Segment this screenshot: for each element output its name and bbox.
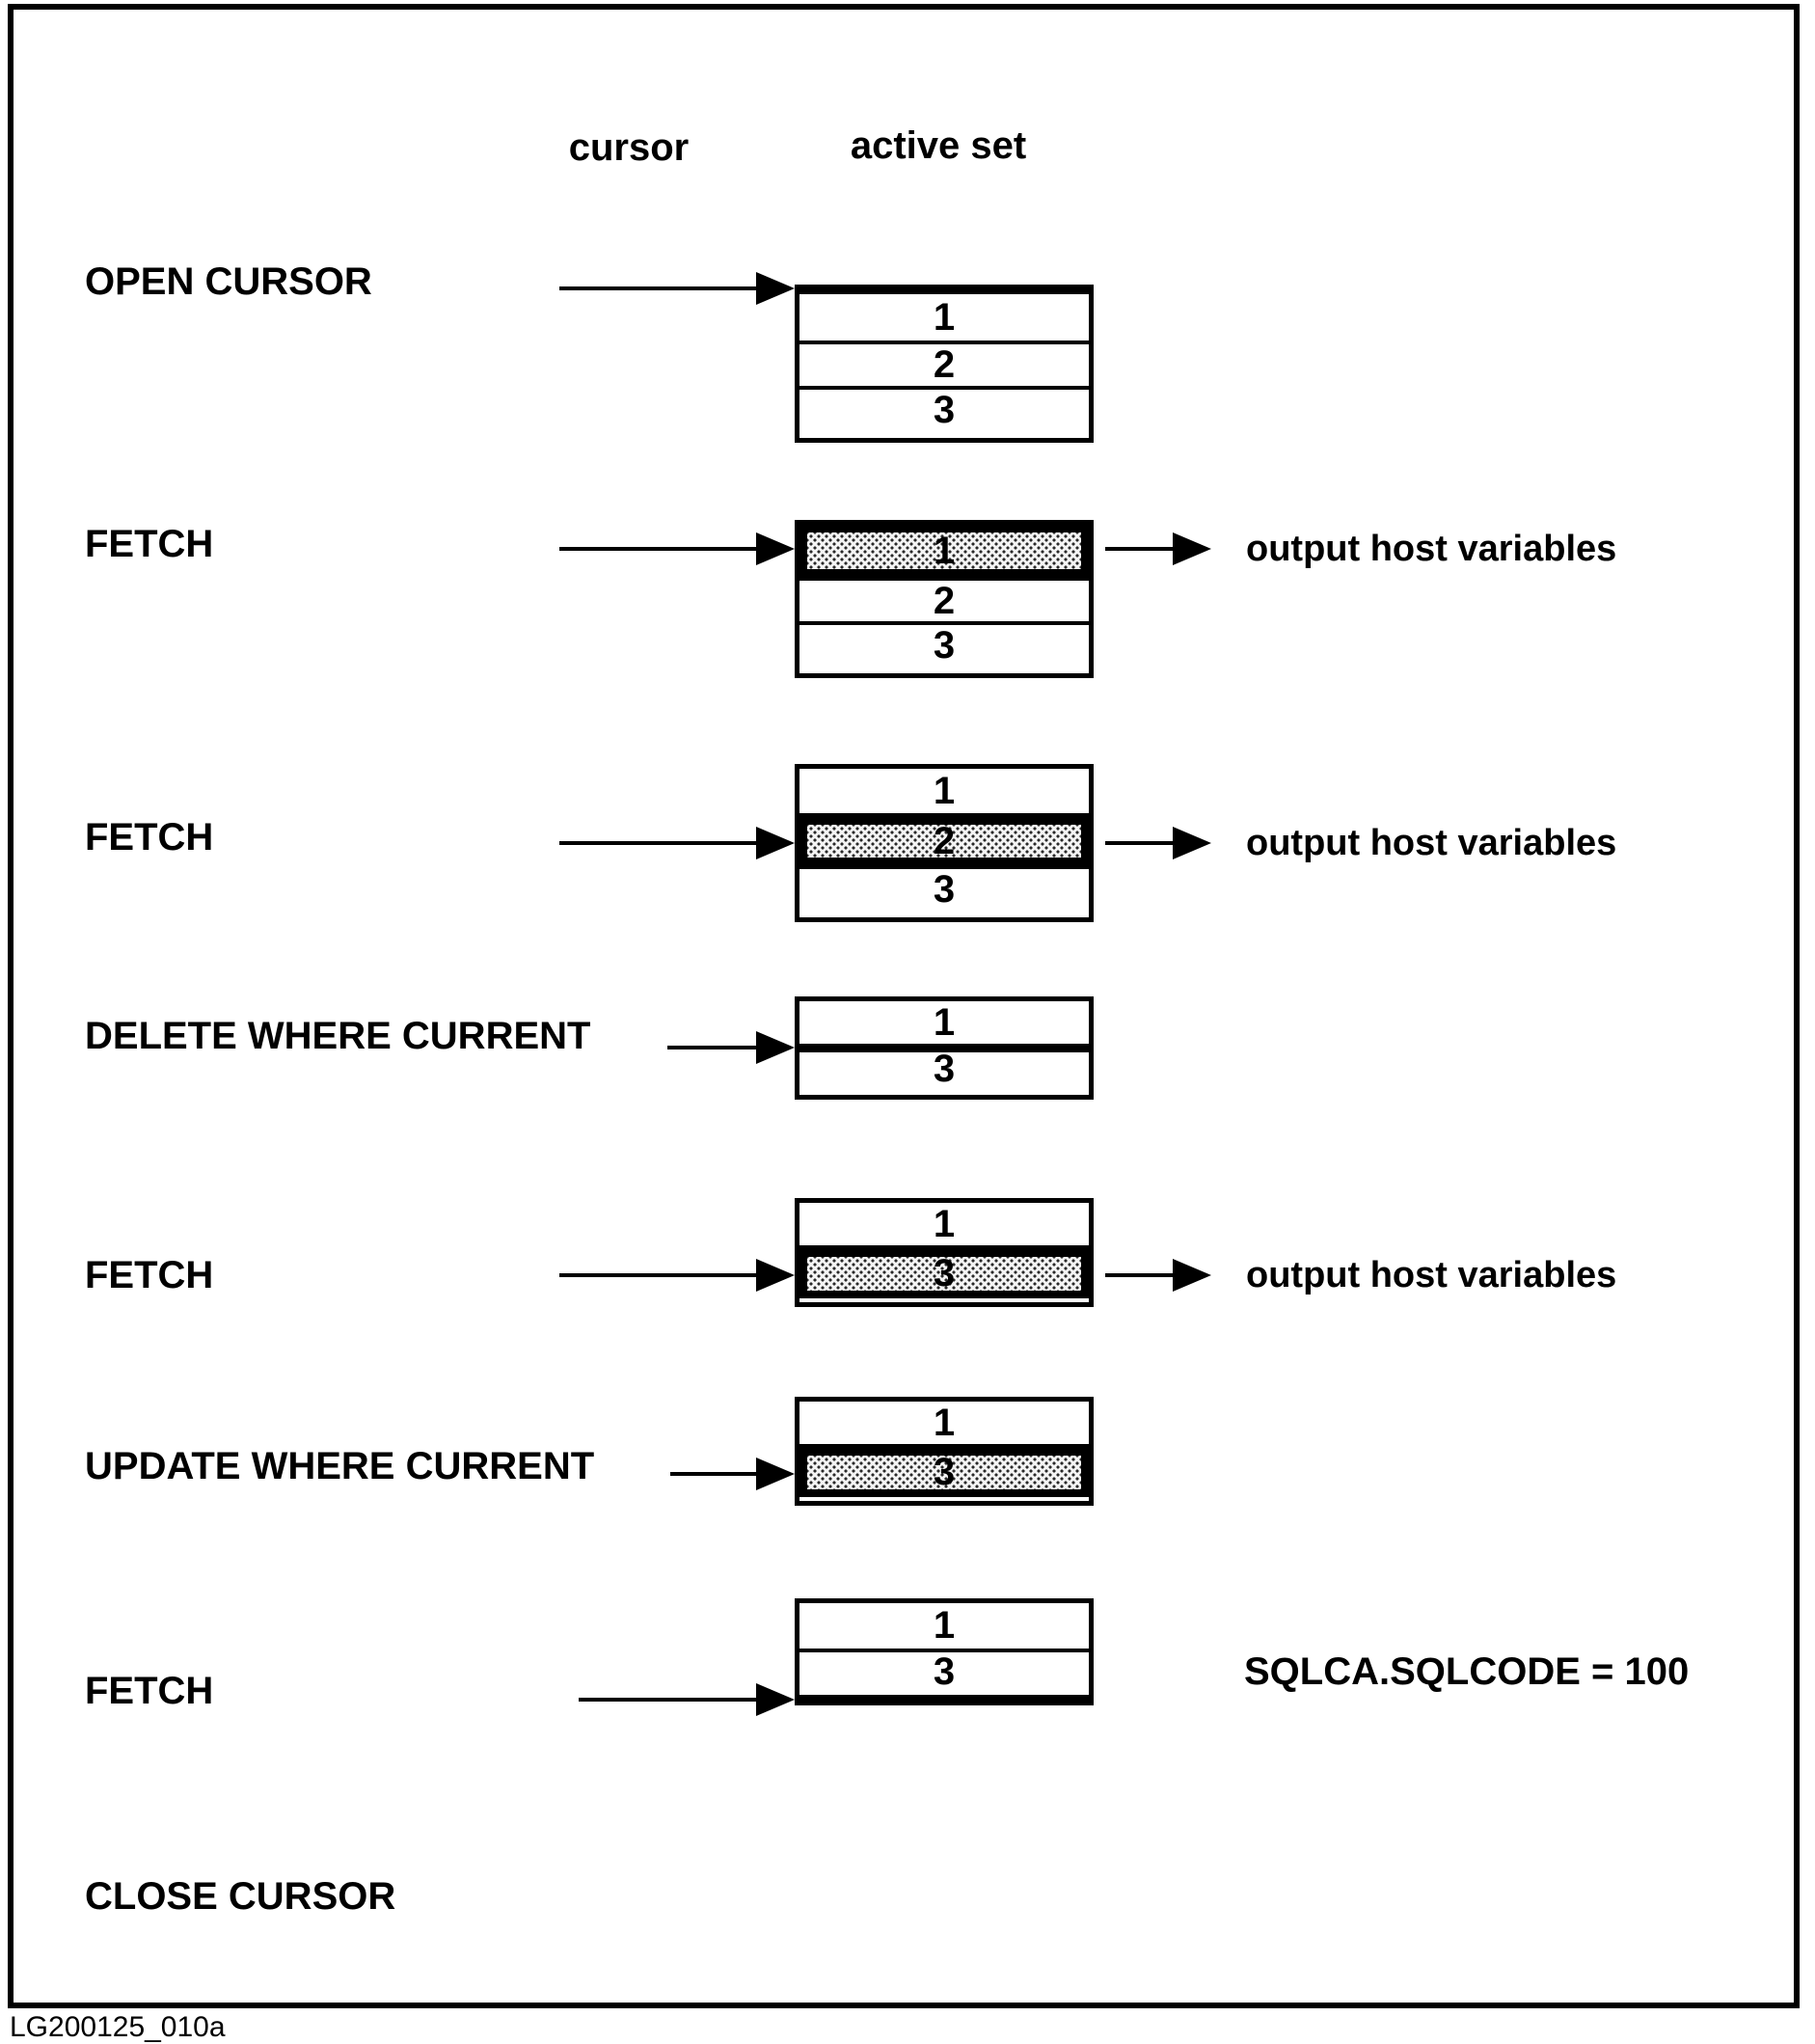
arrow-line: [1105, 547, 1182, 551]
arrowhead-icon: [756, 1683, 795, 1716]
command-fetch-2: FETCH: [85, 816, 214, 858]
cursor-arrow: [579, 1683, 795, 1716]
active-set-row: 1: [933, 295, 956, 339]
output-arrow: [1105, 532, 1211, 565]
cursor-arrow: [559, 272, 795, 305]
active-set-row: 1: [933, 1000, 956, 1044]
active-set-row: 1: [933, 1401, 956, 1444]
figure-code: LG200125_010a: [10, 2011, 226, 2043]
cursor-arrow: [670, 1458, 795, 1490]
active-set-row: 3: [799, 1044, 1089, 1090]
arrow-line: [1105, 1273, 1182, 1277]
active-set-box: 1 3: [795, 1397, 1094, 1506]
arrow-line: [559, 286, 766, 290]
arrowhead-icon: [756, 1031, 795, 1064]
arrowhead-icon: [1173, 827, 1211, 859]
column-header-active-set: active set: [850, 124, 1027, 167]
command-close-cursor: CLOSE CURSOR: [85, 1875, 396, 1918]
command-fetch-3: FETCH: [85, 1254, 214, 1296]
cursor-arrow: [559, 532, 795, 565]
arrow-line: [1105, 841, 1182, 845]
command-fetch-4: FETCH: [85, 1670, 214, 1712]
figure-border: [8, 4, 1800, 2008]
arrow-line: [579, 1698, 766, 1702]
output-host-variables-label: output host variables: [1246, 823, 1617, 863]
active-set-row: 3: [799, 1649, 1089, 1693]
arrowhead-icon: [1173, 532, 1211, 565]
active-set-row: 2: [799, 577, 1089, 622]
arrowhead-icon: [756, 532, 795, 565]
arrowhead-icon: [1173, 1259, 1211, 1292]
active-set-row-current: 2: [799, 813, 1089, 865]
arrowhead-icon: [756, 272, 795, 305]
active-set-row-current: 3: [799, 1444, 1089, 1497]
cursor-arrow: [667, 1031, 795, 1064]
active-set-box: 1 3: [795, 1598, 1094, 1705]
arrow-line: [559, 1273, 766, 1277]
command-fetch-1: FETCH: [85, 523, 214, 565]
active-set-box: 1 2 3: [795, 520, 1094, 678]
active-set-box: 1 2 3: [795, 285, 1094, 443]
cursor-arrow: [559, 827, 795, 859]
active-set-row: 3: [799, 865, 1089, 911]
output-arrow: [1105, 1259, 1211, 1292]
arrowhead-icon: [756, 1259, 795, 1292]
output-host-variables-label: output host variables: [1246, 1255, 1617, 1295]
active-set-row: 3: [799, 621, 1089, 667]
active-set-box: 1 3: [795, 996, 1094, 1100]
arrow-line: [559, 547, 766, 551]
command-delete-where-current: DELETE WHERE CURRENT: [85, 1015, 591, 1057]
active-set-row-current: 3: [799, 1245, 1089, 1298]
active-set-row: 2: [799, 341, 1089, 386]
active-set-row: 1: [933, 1202, 956, 1245]
active-set-row: 1: [933, 1604, 956, 1647]
output-host-variables-label: output host variables: [1246, 529, 1617, 569]
column-header-cursor: cursor: [568, 126, 690, 169]
active-set-row: 3: [799, 386, 1089, 431]
active-set-row: 1: [933, 769, 956, 812]
sqlcode-label: SQLCA.SQLCODE = 100: [1244, 1650, 1690, 1693]
active-set-box: 1 3: [795, 1198, 1094, 1307]
output-arrow: [1105, 827, 1211, 859]
active-set-row-current: 1: [799, 525, 1089, 577]
command-open-cursor: OPEN CURSOR: [85, 260, 372, 303]
arrow-line: [670, 1472, 766, 1476]
arrowhead-icon: [756, 1458, 795, 1490]
cursor-arrow: [559, 1259, 795, 1292]
active-set-box: 1 2 3: [795, 764, 1094, 922]
arrow-line: [667, 1046, 766, 1049]
command-update-where-current: UPDATE WHERE CURRENT: [85, 1445, 595, 1487]
arrowhead-icon: [756, 827, 795, 859]
arrow-line: [559, 841, 766, 845]
